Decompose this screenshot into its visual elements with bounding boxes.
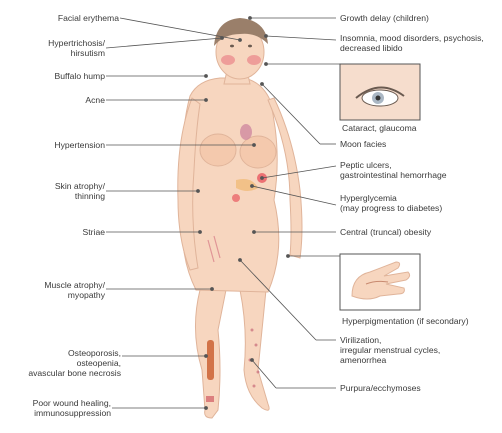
eye-inset	[340, 64, 420, 120]
label-moon-facies: Moon facies	[340, 139, 386, 149]
label-acne: Acne	[85, 95, 105, 105]
label-osteoporosis: Osteoporosis,osteopenia,avascular bone n…	[28, 348, 121, 378]
label-hypertension: Hypertension	[54, 140, 105, 150]
right-leg	[240, 290, 269, 410]
label-cataract: Cataract, glaucoma	[342, 123, 417, 133]
label-facial-erythema: Facial erythema	[58, 13, 119, 23]
label-muscle-atrophy: Muscle atrophy/myopathy	[44, 280, 105, 300]
human-figure	[178, 25, 302, 418]
label-hyperpigmentation: Hyperpigmentation (if secondary)	[342, 316, 469, 326]
label-virilization: Virilization,irregular menstrual cycles,…	[340, 335, 440, 365]
label-peptic-ulcers: Peptic ulcers,gastrointestinal hemorrhag…	[340, 160, 447, 180]
label-skin-atrophy: Skin atrophy/thinning	[55, 181, 105, 201]
label-buffalo-hump: Buffalo hump	[55, 71, 105, 81]
label-hyperglycemia: Hyperglycemia(may progress to diabetes)	[340, 193, 442, 213]
label-central-obesity: Central (truncal) obesity	[340, 227, 431, 237]
label-growth-delay: Growth delay (children)	[340, 13, 429, 23]
label-hypertrichosis: Hypertrichosis/hirsutism	[48, 38, 105, 58]
label-striae: Striae	[83, 227, 105, 237]
label-insomnia: Insomnia, mood disorders, psychosis,decr…	[340, 33, 484, 53]
hand-inset	[340, 254, 420, 310]
label-wound-healing: Poor wound healing,immunosuppression	[33, 398, 111, 418]
label-purpura: Purpura/ecchymoses	[340, 383, 421, 393]
